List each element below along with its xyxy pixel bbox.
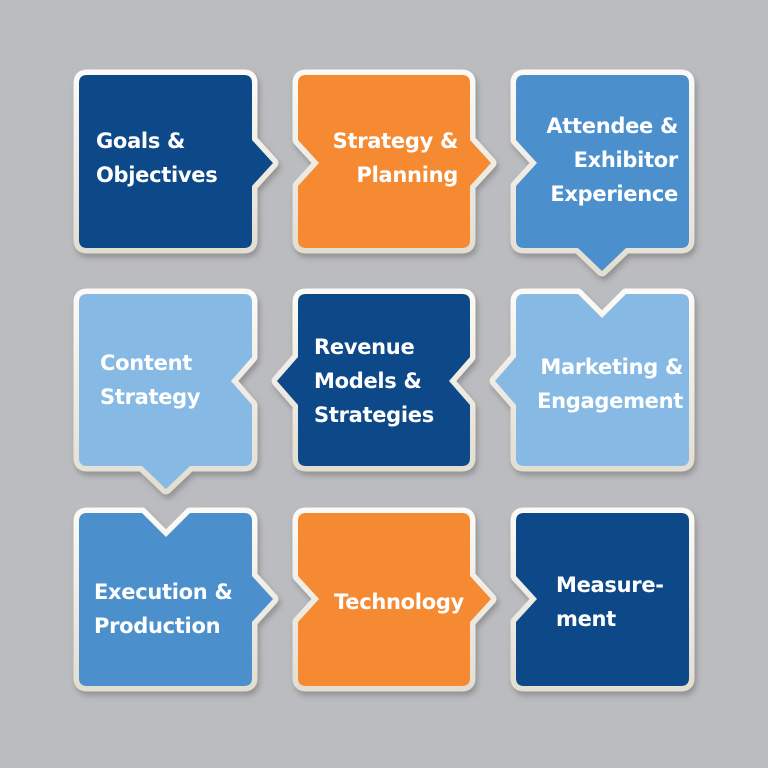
label-line: Objectives bbox=[96, 163, 218, 187]
label-line: Content bbox=[100, 351, 192, 375]
label-line: Planning bbox=[356, 163, 459, 187]
tile-revenue-models-strategies bbox=[271, 288, 476, 472]
tile-measurement bbox=[510, 507, 695, 692]
label-line: Strategy bbox=[100, 385, 201, 409]
label-line: Experience bbox=[550, 182, 678, 206]
tile-technology bbox=[292, 507, 497, 692]
label-attendee-exhibitor-experience: Attendee & Exhibitor Experience bbox=[520, 109, 678, 211]
tile-strategy-planning bbox=[292, 69, 497, 254]
label-strategy-planning: Strategy & Planning bbox=[318, 124, 459, 192]
label-line: Models & bbox=[314, 369, 422, 393]
label-goals-objectives: Goals & Objectives bbox=[96, 124, 218, 192]
label-execution-production: Execution & Production bbox=[94, 575, 233, 643]
label-line: Measure- bbox=[556, 573, 664, 597]
tile-content-strategy bbox=[73, 288, 258, 495]
tile-goals-objectives bbox=[73, 69, 279, 254]
tile-execution-production bbox=[73, 507, 279, 692]
label-line: ment bbox=[556, 607, 616, 631]
tile-marketing-engagement bbox=[489, 288, 695, 472]
label-line: Strategy & bbox=[332, 129, 459, 153]
label-line: Marketing & bbox=[540, 355, 683, 379]
label-technology: Technology bbox=[324, 585, 474, 619]
label-marketing-engagement: Marketing & Engagement bbox=[516, 350, 683, 418]
label-line: Production bbox=[94, 614, 221, 638]
label-line: Revenue bbox=[314, 335, 415, 359]
label-line: Execution & bbox=[94, 580, 233, 604]
tile-attendee-exhibitor-experience bbox=[510, 69, 695, 277]
label-measurement: Measure- ment bbox=[556, 568, 664, 636]
label-line: Technology bbox=[334, 590, 464, 614]
label-line: Engagement bbox=[537, 389, 683, 413]
label-content-strategy: Content Strategy bbox=[100, 346, 201, 414]
label-line: Strategies bbox=[314, 403, 434, 427]
label-line: Attendee & bbox=[546, 114, 678, 138]
label-line: Goals & bbox=[96, 129, 186, 153]
label-line: Exhibitor bbox=[573, 148, 679, 172]
label-revenue-models-strategies: Revenue Models & Strategies bbox=[314, 330, 434, 432]
